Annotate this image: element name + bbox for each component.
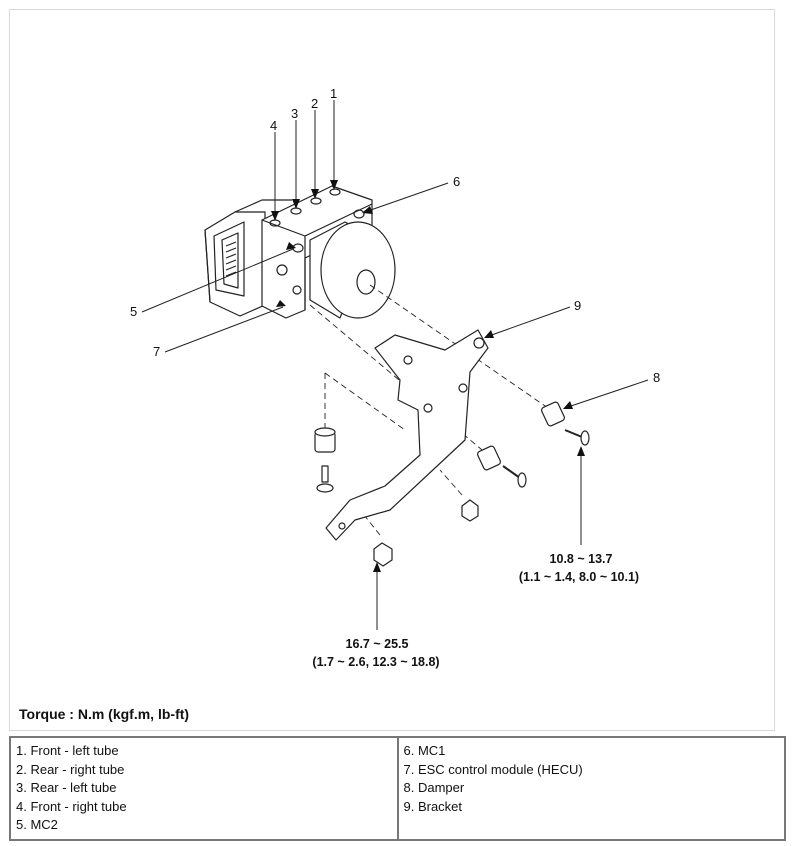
port-mc1 bbox=[353, 209, 365, 219]
damper-torque-value: 10.8 ~ 13.7 bbox=[550, 552, 613, 566]
legend-item: 5. MC2 bbox=[16, 817, 58, 832]
callout-3: 3 bbox=[291, 106, 298, 121]
leader-lines bbox=[141, 100, 649, 630]
callout-7: 7 bbox=[153, 344, 160, 359]
legend-item: 7. ESC control module (HECU) bbox=[403, 761, 583, 777]
legend-table: 1. Front - left tube 2. Rear - right tub… bbox=[9, 736, 786, 841]
legend-item: 1. Front - left tube bbox=[16, 743, 119, 758]
torque-unit-note: Torque : N.m (kgf.m, lb-ft) bbox=[19, 706, 190, 722]
legend-item: 8. Damper bbox=[403, 780, 465, 795]
port-rear-right bbox=[310, 197, 322, 205]
legend-item: 2. Rear - right tube bbox=[16, 761, 125, 777]
callout-9: 9 bbox=[574, 298, 581, 313]
legend-column-right: 6. MC1 7. ESC control module (HECU) 8. D… bbox=[396, 736, 786, 841]
nut-torque-value: 16.7 ~ 25.5 bbox=[346, 637, 409, 651]
callout-5: 5 bbox=[130, 304, 137, 319]
legend-item: 6. MC1 bbox=[403, 743, 446, 758]
hardware bbox=[314, 401, 590, 567]
callout-4: 4 bbox=[270, 118, 277, 133]
legend-item: 9. Bracket bbox=[403, 798, 463, 814]
legend-column-left: 1. Front - left tube 2. Rear - right tub… bbox=[9, 736, 399, 841]
arrowheads bbox=[271, 180, 585, 572]
bracket bbox=[325, 329, 489, 541]
nut-torque-conversion: (1.7 ~ 2.6, 12.3 ~ 18.8) bbox=[312, 655, 439, 669]
callout-6: 6 bbox=[453, 174, 460, 189]
legend-item: 3. Rear - left tube bbox=[16, 780, 117, 795]
damper-torque-conversion: (1.1 ~ 1.4, 8.0 ~ 10.1) bbox=[519, 570, 639, 584]
pump-motor bbox=[309, 221, 396, 319]
ecu-housing bbox=[204, 199, 292, 317]
callout-8: 8 bbox=[653, 370, 660, 385]
callout-1: 1 bbox=[330, 86, 337, 101]
callout-2: 2 bbox=[311, 96, 318, 111]
port-front-left bbox=[329, 188, 341, 196]
legend-item: 4. Front - right tube bbox=[16, 798, 127, 814]
